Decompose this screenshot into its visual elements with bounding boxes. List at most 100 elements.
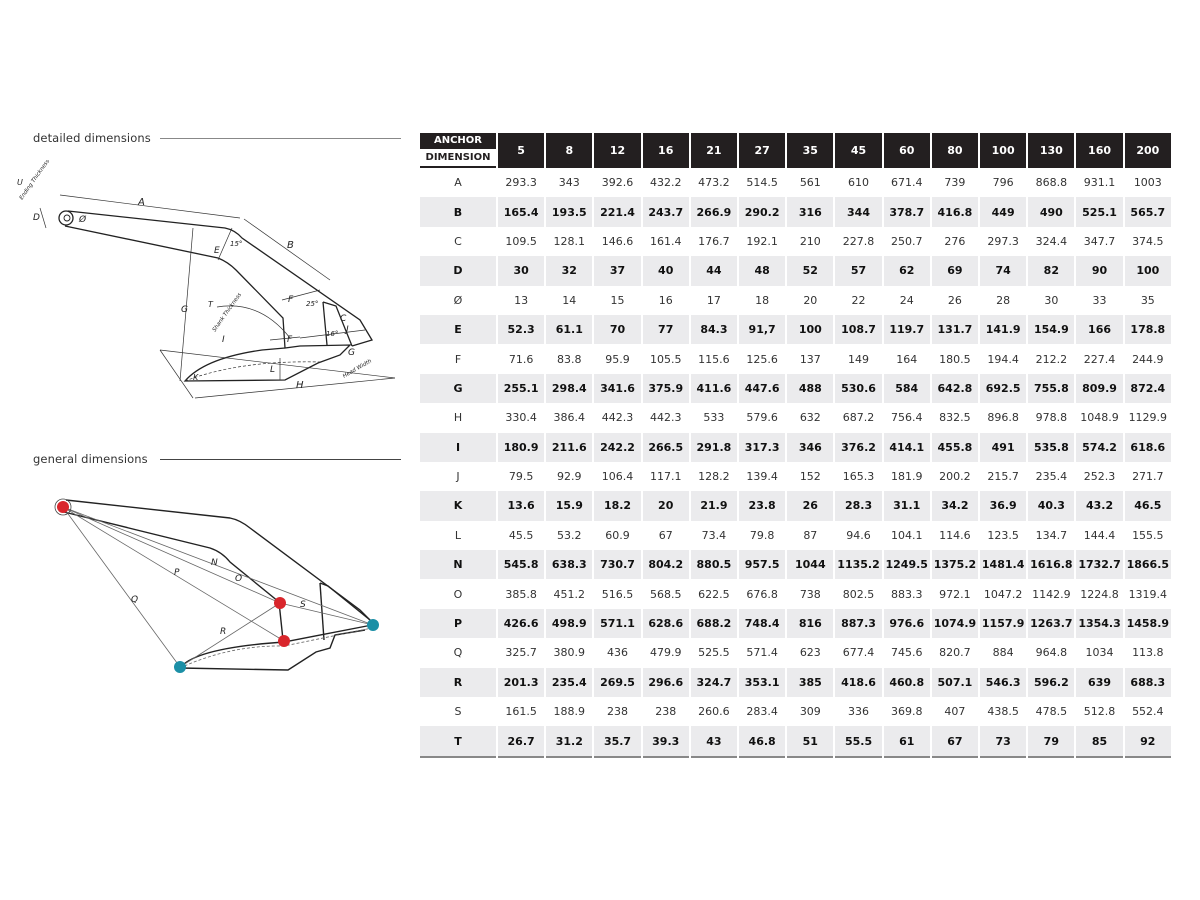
- table-cell: 816: [787, 608, 834, 639]
- red-point: [274, 597, 286, 609]
- table-cell: 1458.9: [1124, 608, 1171, 639]
- table-cell: 436: [607, 646, 628, 660]
- table-cell: 618.6: [1124, 432, 1171, 462]
- table-cell: 67: [658, 528, 673, 542]
- dimension-label: F: [454, 352, 462, 366]
- table-cell: 324.4: [1035, 234, 1068, 248]
- table-cell: 45.5: [508, 528, 534, 542]
- table-cell: 106.4: [601, 470, 634, 484]
- column-header-80: 80: [931, 133, 979, 168]
- table-cell: 324.7: [690, 667, 738, 698]
- red-point: [278, 635, 290, 647]
- table-cell: 166: [1076, 314, 1123, 345]
- table-cell: 491: [980, 432, 1027, 462]
- table-cell: 43: [690, 726, 738, 758]
- dimension-lines: [62, 506, 374, 669]
- table-cell: 35.7: [594, 726, 641, 758]
- table-cell: 146.6: [601, 234, 634, 248]
- label-L: L: [270, 365, 275, 375]
- table-cell: 144.4: [1083, 528, 1116, 542]
- detailed-anchor-diagram: A B C D E F F G G H I J K L T U Ø 15° 25…: [17, 160, 396, 399]
- table-cell: 442.3: [649, 411, 682, 425]
- table-cell: 1354.3: [1076, 608, 1123, 639]
- table-cell: 344: [835, 197, 882, 227]
- table-cell: 596.2: [1028, 667, 1075, 698]
- label-A: A: [137, 197, 145, 208]
- table-cell: 561: [799, 176, 821, 190]
- table-cell: 392.6: [601, 176, 634, 190]
- dimension-label: N: [420, 550, 496, 580]
- table-cell: 128.1: [553, 234, 586, 248]
- table-cell: 745.6: [890, 646, 923, 660]
- table-cell: 293.3: [505, 176, 537, 190]
- dimension-label: Q: [453, 646, 463, 660]
- table-cell: 31.1: [883, 491, 930, 521]
- table-cell: 46.8: [739, 726, 786, 758]
- table-cell: 545.8: [498, 550, 545, 580]
- table-cell: 498.9: [546, 608, 593, 639]
- table-cell: 250.7: [890, 234, 923, 248]
- table-cell: 109.5: [505, 234, 537, 248]
- table-cell: 1375.2: [931, 550, 979, 580]
- section-divider: [160, 459, 401, 460]
- table-cell: 1249.5: [883, 550, 930, 580]
- corner-header: ANCHOR DIMENSION: [420, 133, 496, 168]
- dimension-label: T: [420, 726, 496, 758]
- label-head-width: Head Width: [342, 358, 373, 380]
- table-cell: 87: [803, 528, 818, 542]
- table-cell: 40.3: [1028, 491, 1075, 521]
- table-cell: 432.2: [649, 176, 682, 190]
- table-cell: 385: [787, 667, 834, 698]
- table-cell: 336: [848, 705, 870, 719]
- table-cell: 584: [883, 373, 930, 404]
- dimension-header: DIMENSION: [420, 149, 496, 168]
- table-cell: 957.5: [739, 550, 786, 580]
- table-cell: 113.8: [1132, 646, 1164, 660]
- table-cell: 880.5: [690, 550, 738, 580]
- table-cell: 15.9: [546, 491, 593, 521]
- label-T: T: [208, 300, 214, 309]
- table-cell: 449: [980, 197, 1027, 227]
- table-cell: 90: [1076, 256, 1123, 286]
- table-cell: 276: [944, 234, 966, 248]
- column-header-200: 200: [1124, 133, 1171, 168]
- table-cell: 832.5: [939, 411, 971, 425]
- table-cell: 1157.9: [980, 608, 1027, 639]
- table-cell: 20: [642, 491, 689, 521]
- table-cell: 610: [848, 176, 870, 190]
- table-cell: 579.6: [746, 411, 778, 425]
- table-cell: 972.1: [939, 587, 971, 601]
- table-cell: 13: [514, 293, 529, 307]
- table-cell: 507.1: [931, 667, 979, 698]
- dimension-label: A: [454, 176, 462, 190]
- column-header-60: 60: [883, 133, 930, 168]
- table-cell: 677.4: [842, 646, 875, 660]
- table-cell: 687.2: [842, 411, 875, 425]
- table-cell: 1481.4: [980, 550, 1027, 580]
- table-cell: 108.7: [835, 314, 882, 345]
- table-cell: 92: [1124, 726, 1171, 758]
- table-cell: 14: [562, 293, 577, 307]
- table-cell: 235.4: [546, 667, 593, 698]
- column-header-16: 16: [642, 133, 689, 168]
- column-header-21: 21: [690, 133, 738, 168]
- table-cell: 676.8: [746, 587, 778, 601]
- table-cell: 134.7: [1035, 528, 1068, 542]
- table-cell: 804.2: [642, 550, 689, 580]
- table-cell: 1866.5: [1124, 550, 1171, 580]
- table-cell: 688.2: [690, 608, 738, 639]
- general-anchor-diagram: N O P Q R S: [54, 498, 379, 673]
- table-cell: 978.8: [1035, 411, 1068, 425]
- table-cell: 623: [799, 646, 821, 660]
- table-cell: 48: [739, 256, 786, 286]
- column-header-5: 5: [498, 133, 545, 168]
- table-cell: 1263.7: [1028, 608, 1075, 639]
- table-cell: 18: [755, 293, 770, 307]
